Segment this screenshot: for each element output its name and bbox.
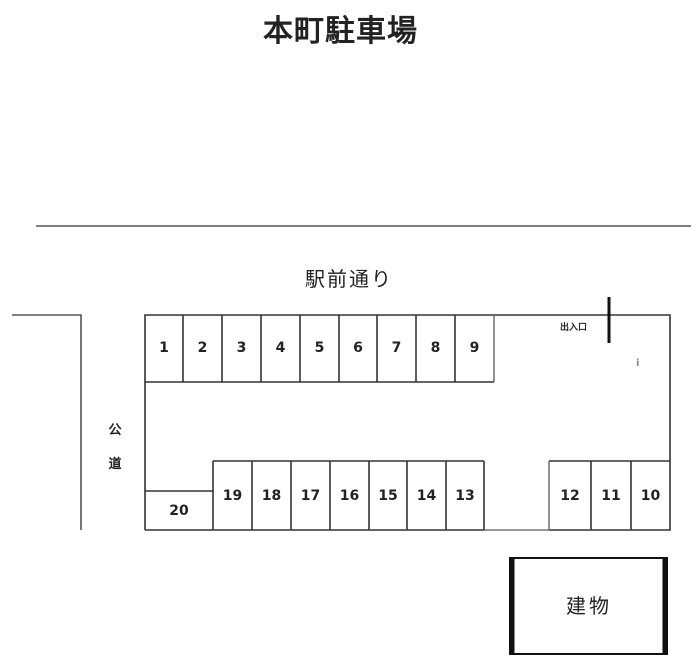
road-name: 駅前通り bbox=[305, 267, 393, 291]
stall-18[interactable]: 18 bbox=[261, 488, 282, 504]
stall-9[interactable]: 9 bbox=[469, 340, 480, 356]
stall-4[interactable]: 4 bbox=[275, 340, 286, 356]
stall-2[interactable]: 2 bbox=[197, 340, 208, 356]
stall-15[interactable]: 15 bbox=[378, 488, 398, 504]
title-text: 本町駐車場 bbox=[263, 14, 418, 49]
stall-7[interactable]: 7 bbox=[391, 340, 402, 356]
public-road-edge bbox=[12, 314, 82, 530]
bottom-stalls bbox=[145, 460, 485, 530]
stall-5[interactable]: 5 bbox=[314, 340, 325, 356]
stall-17[interactable]: 17 bbox=[300, 488, 321, 504]
public-road-char-2: 道 bbox=[108, 457, 122, 472]
stall-10[interactable]: 10 bbox=[640, 488, 661, 504]
stall-19[interactable]: 19 bbox=[222, 488, 243, 504]
stall-11[interactable]: 11 bbox=[601, 488, 621, 504]
stall-8[interactable]: 8 bbox=[430, 340, 441, 356]
right-stalls bbox=[548, 460, 670, 530]
entrance-label: 出入口 bbox=[560, 323, 588, 333]
stall-1[interactable]: 1 bbox=[159, 340, 169, 356]
stall-20[interactable]: 20 bbox=[169, 503, 189, 519]
stall-14[interactable]: 14 bbox=[416, 488, 437, 504]
stall-13[interactable]: 13 bbox=[455, 488, 475, 504]
page-title: 本町駐車場 bbox=[0, 6, 691, 50]
building-label: 建物 bbox=[566, 594, 612, 618]
public-road-label: 公 道 bbox=[105, 414, 125, 482]
top-stalls bbox=[145, 315, 495, 383]
stall-3[interactable]: 3 bbox=[236, 340, 247, 356]
public-road-char-1: 公 bbox=[108, 423, 122, 438]
lot-outline bbox=[144, 314, 671, 531]
stall-12[interactable]: 12 bbox=[560, 488, 580, 504]
minor-marker: i bbox=[636, 358, 640, 369]
stall-6[interactable]: 6 bbox=[353, 340, 363, 356]
stall-16[interactable]: 16 bbox=[339, 488, 360, 504]
